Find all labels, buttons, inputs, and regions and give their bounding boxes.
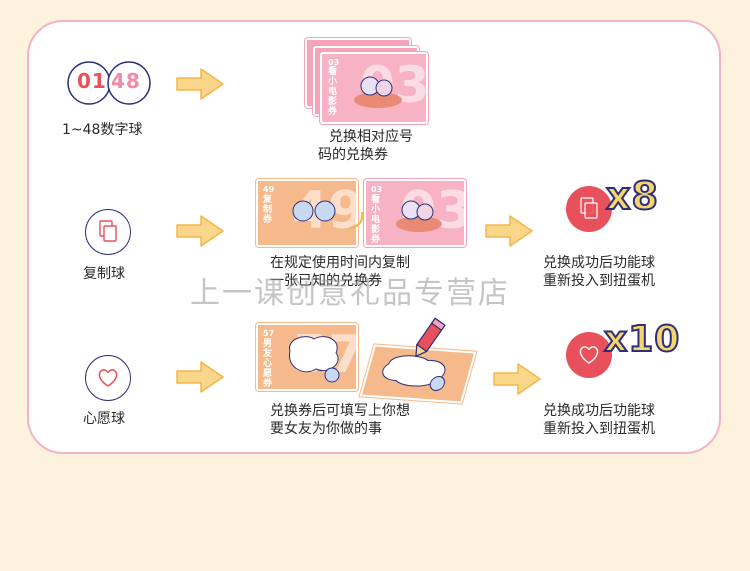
heart-icon xyxy=(98,369,118,387)
store-watermark: 上一课创意礼品专营店 xyxy=(190,276,510,311)
number-ball-label: 1~48数字球 xyxy=(62,122,143,138)
arrow-right-icon xyxy=(175,214,225,248)
connector-curve-icon xyxy=(349,211,364,229)
wish-mid-label-line1: 兑换券后可填写上你想 xyxy=(270,403,410,419)
wish-ball-result xyxy=(566,332,612,378)
ticket-copy: 49 复制券 49 xyxy=(256,179,358,247)
ticket-title: 看小电影券 xyxy=(371,195,381,245)
pencil-icon xyxy=(415,317,446,358)
wish-result-label-line2: 重新投入到扭蛋机 xyxy=(543,421,655,437)
arrow-right-icon xyxy=(492,362,542,396)
ticket-title: 看小电影券 xyxy=(328,67,338,117)
wish-ball-label: 心愿球 xyxy=(83,411,125,427)
ticket-movie-copy: 03 看小电影券 03 xyxy=(364,179,466,247)
wish-mid-label-line2: 要女友为你做的事 xyxy=(270,421,382,437)
ticket-title: 复制券 xyxy=(263,195,273,225)
copy-ball-result xyxy=(566,186,612,232)
ticket-title: 男友心愿券 xyxy=(263,339,273,389)
copy-mid-label-line2: 一张已知的兑换券 xyxy=(270,273,382,289)
ticket-movie: 03 看小电影券 03 xyxy=(320,52,428,124)
ticket-number: 49 xyxy=(263,185,275,194)
result-label-row1-line1: 兑换相对应号 xyxy=(329,129,413,145)
arrow-right-icon xyxy=(484,214,534,248)
ticket-number: 03 xyxy=(371,185,383,194)
multiplier-x8: x8 xyxy=(605,173,659,219)
thought-bubble-icon xyxy=(288,336,340,383)
ball-number-48: 48 xyxy=(111,69,141,93)
copy-balls-illustration-icon xyxy=(292,200,336,222)
ticket-number: 03 xyxy=(328,58,340,67)
wish-ball xyxy=(85,355,131,401)
arrow-right-icon xyxy=(175,67,225,101)
thought-bubble-icon xyxy=(382,355,446,392)
couple-illustration-icon xyxy=(354,76,402,108)
copy-icon xyxy=(580,197,598,219)
heart-icon xyxy=(579,346,599,364)
copy-icon xyxy=(99,220,117,242)
copy-mid-label-line1: 在规定使用时间内复制 xyxy=(270,255,410,271)
ticket-wish: 57 男友心愿券 57 xyxy=(256,323,358,391)
ball-number-01: 01 xyxy=(77,69,107,93)
ticket-number: 57 xyxy=(263,329,275,338)
arrow-right-icon xyxy=(175,360,225,394)
copy-result-label-line1: 兑换成功后功能球 xyxy=(543,255,655,271)
copy-result-label-line2: 重新投入到扭蛋机 xyxy=(543,273,655,289)
couple-illustration-icon xyxy=(396,200,442,232)
copy-ball xyxy=(85,209,131,255)
copy-ball-label: 复制球 xyxy=(83,266,125,282)
number-ball: 01 48 xyxy=(67,60,151,106)
wish-result-label-line1: 兑换成功后功能球 xyxy=(543,403,655,419)
wish-ticket-tilted xyxy=(359,344,477,404)
multiplier-x10: x10 xyxy=(603,318,681,361)
result-label-row1-line2: 码的兑换券 xyxy=(318,147,388,163)
